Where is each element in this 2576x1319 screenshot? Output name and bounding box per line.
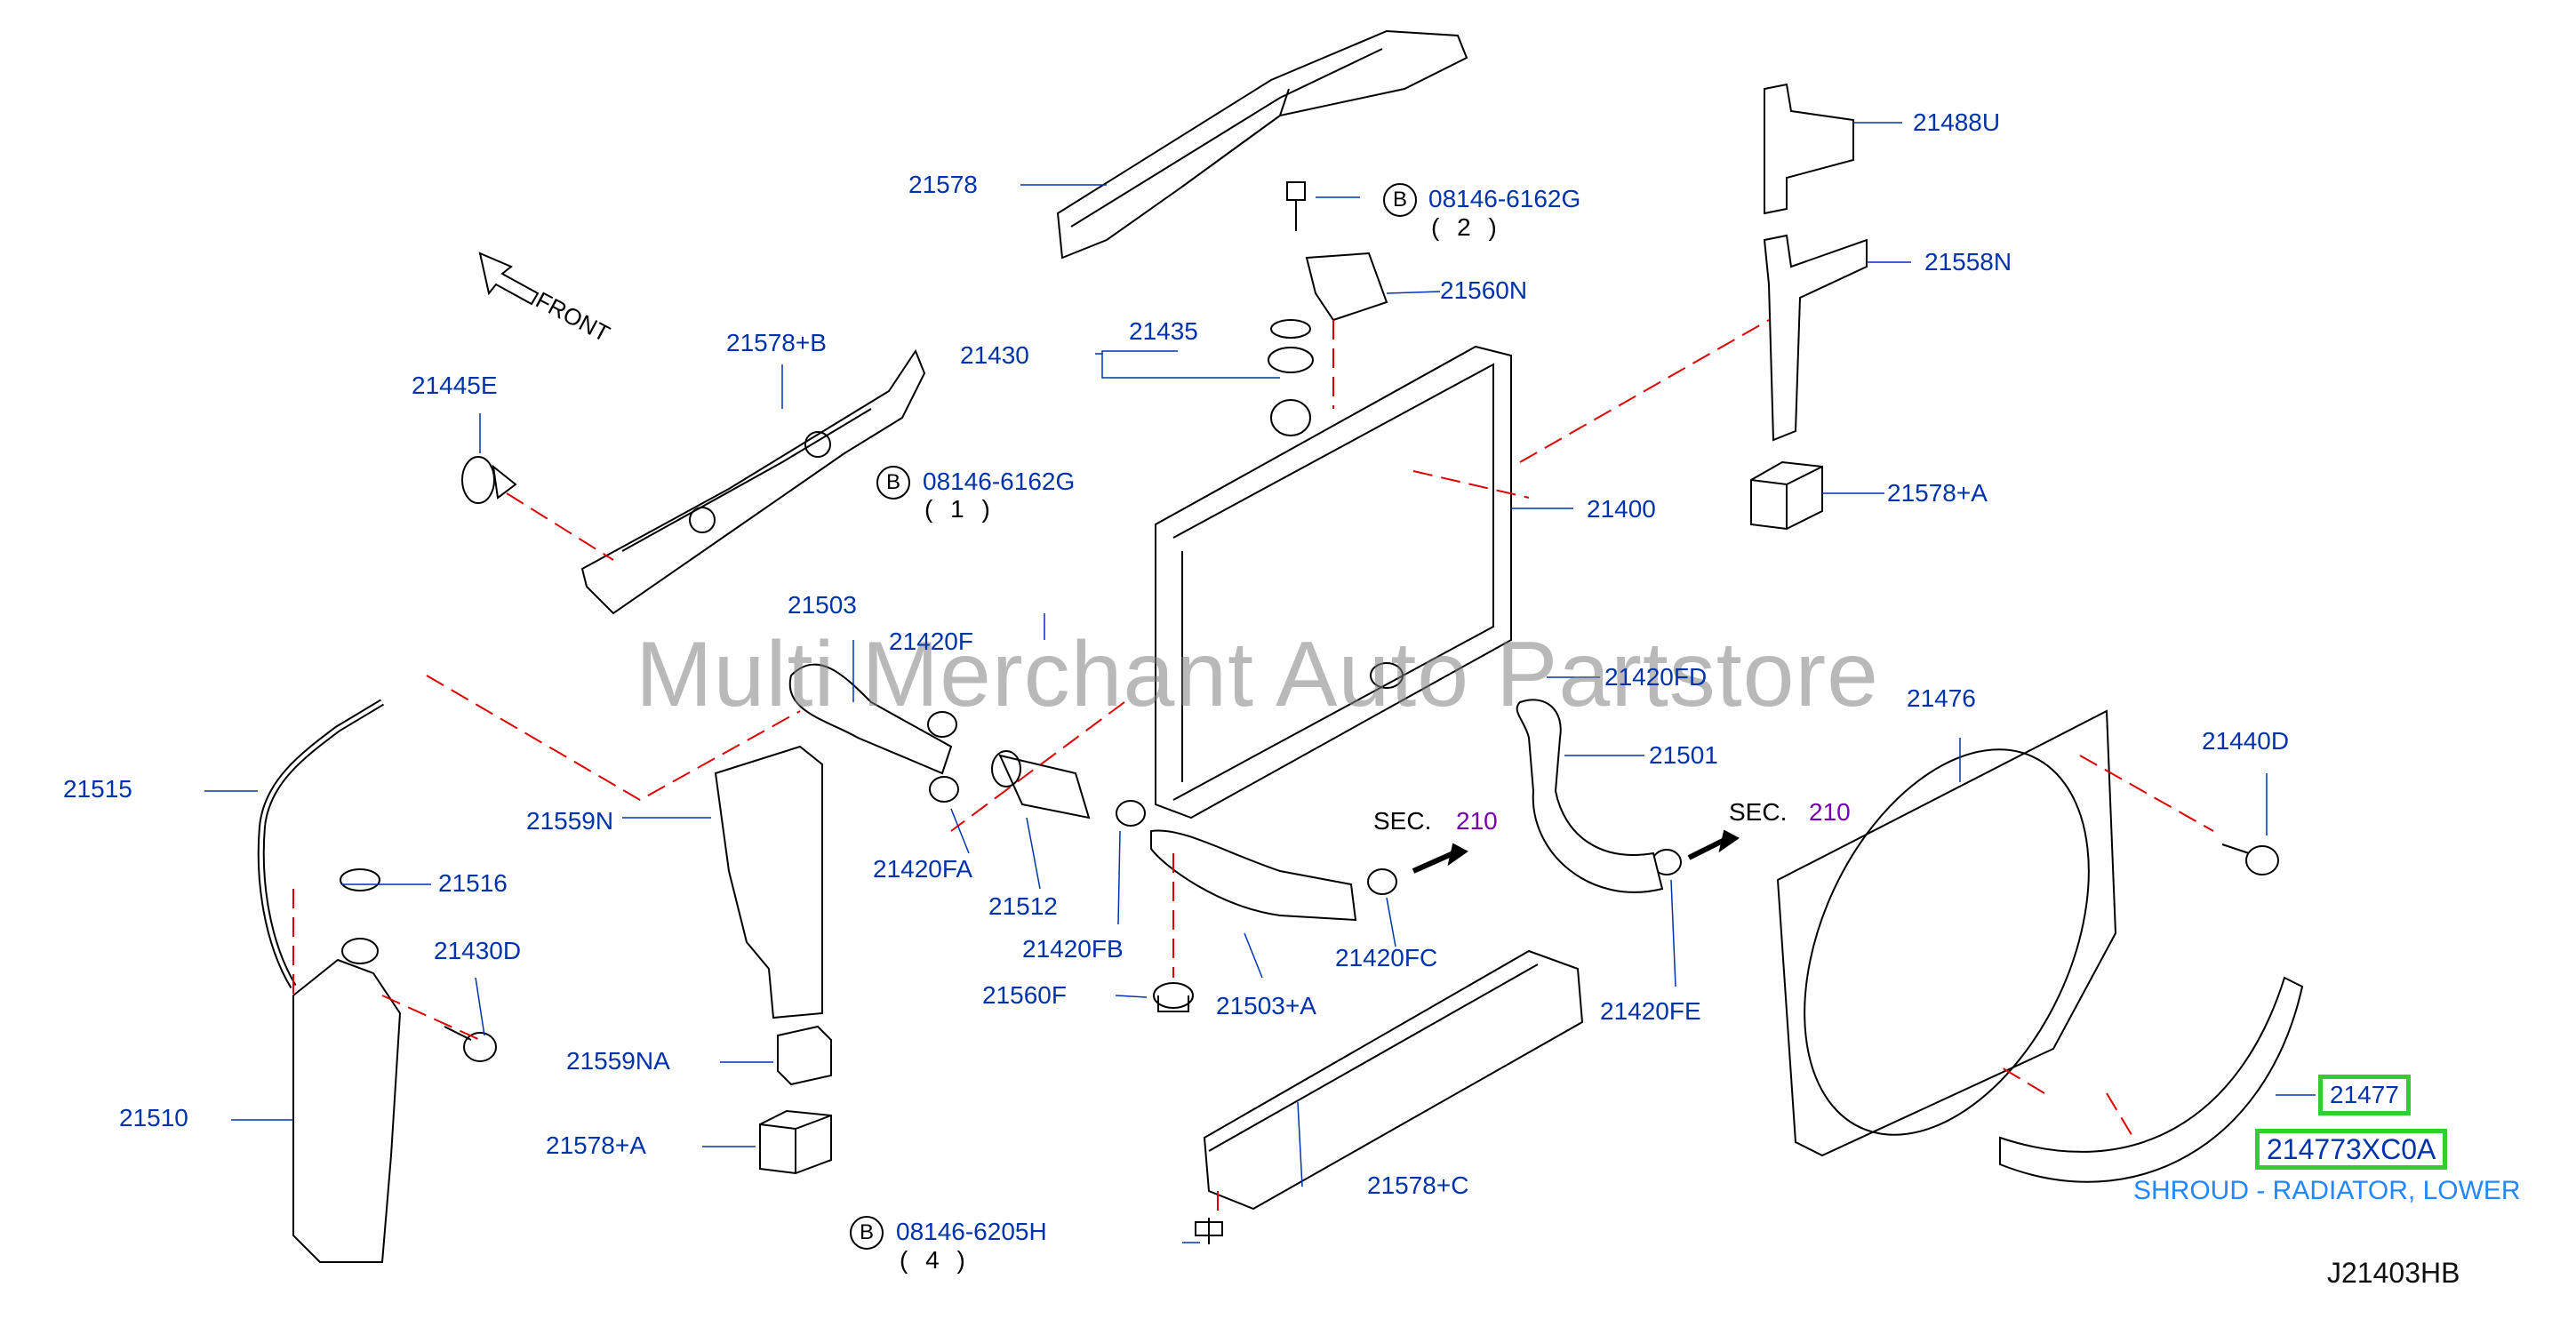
part-label-21477-highlighted[interactable]: 21477 — [2318, 1075, 2411, 1115]
reservoir-tank-drawing — [292, 868, 402, 1263]
part-label-21430[interactable]: 21430 — [960, 341, 1029, 369]
bolt-b-circle-2: B — [876, 466, 910, 500]
diagram-code: J21403HB — [2327, 1257, 2460, 1289]
bolt-quantity-3: ( 4 ) — [900, 1246, 971, 1274]
clip-21445e-drawing — [461, 456, 517, 504]
seal-block-left-drawing — [759, 1109, 832, 1175]
part-label-21559n[interactable]: 21559N — [526, 807, 614, 835]
air-guide-21559n-drawing — [714, 745, 823, 1019]
part-label-21512[interactable]: 21512 — [988, 892, 1058, 920]
watermark-text: Multi Merchant Auto Partstore — [636, 623, 1879, 726]
seal-21559na-drawing — [777, 1025, 832, 1086]
section-ref-prefix-2: SEC. — [1729, 798, 1788, 826]
bolt-lower-drawing — [1195, 1218, 1223, 1244]
bolt-part-number-3[interactable]: 08146-6205H — [896, 1218, 1047, 1245]
part-label-21516[interactable]: 21516 — [438, 869, 508, 897]
part-label-21515[interactable]: 21515 — [63, 775, 132, 803]
part-label-21558n[interactable]: 21558N — [1924, 248, 2012, 276]
hose-upper-drawing — [788, 663, 953, 775]
part-label-21510[interactable]: 21510 — [119, 1104, 188, 1131]
part-label-21578[interactable]: 21578 — [908, 171, 978, 198]
part-description: SHROUD - RADIATOR, LOWER — [2133, 1176, 2521, 1205]
hose-clamp-drawings — [927, 662, 1682, 895]
air-guide-21558n-drawing — [1763, 234, 1868, 442]
part-label-21476[interactable]: 21476 — [1907, 684, 1976, 712]
bolt-b-circle-3: B — [850, 1216, 884, 1250]
part-label-21420fe[interactable]: 21420FE — [1600, 997, 1701, 1025]
part-label-21488u[interactable]: 21488U — [1913, 108, 2001, 136]
radiator-core-drawing — [1155, 345, 1512, 819]
part-label-21430d[interactable]: 21430D — [434, 937, 522, 964]
drain-plug-drawing — [1153, 982, 1194, 1012]
bolt-quantity-2: ( 1 ) — [924, 495, 996, 523]
label-leader-lines — [204, 122, 2316, 1243]
part-label-21420fa[interactable]: 21420FA — [873, 855, 973, 883]
part-label-21559na[interactable]: 21559NA — [566, 1047, 670, 1075]
water-outlet-drawing — [991, 750, 1091, 819]
part-label-21445e[interactable]: 21445E — [412, 372, 498, 399]
air-duct-upper-drawing — [1056, 29, 1468, 260]
hose-21501-drawing — [1516, 699, 1664, 893]
part-label-21420f[interactable]: 21420F — [889, 628, 973, 655]
air-guide-left-drawing — [580, 348, 926, 615]
section-ref-prefix-1: SEC. — [1373, 807, 1432, 835]
part-label-21420fb[interactable]: 21420FB — [1022, 935, 1124, 963]
bolt-part-number-1[interactable]: 08146-6162G — [1428, 185, 1581, 212]
radiator-cap-drawing — [1268, 252, 1388, 436]
seal-block-right-drawing — [1750, 460, 1823, 531]
bolt-part-number-2[interactable]: 08146-6162G — [923, 468, 1076, 495]
assembly-leader-lines — [292, 319, 2214, 1218]
front-arrow-icon — [478, 252, 540, 306]
lower-shroud-drawing — [1999, 976, 2304, 1183]
bolt-21440d-drawing — [2221, 843, 2279, 875]
part-label-21503a[interactable]: 21503+A — [1216, 992, 1316, 1019]
bolt-top-drawing — [1286, 181, 1306, 231]
bolt-21430d-drawing — [444, 1026, 497, 1062]
part-label-21578c[interactable]: 21578+C — [1367, 1171, 1469, 1199]
bolt-b-circle-1: B — [1383, 183, 1417, 217]
part-label-21578b[interactable]: 21578+B — [726, 329, 827, 356]
part-label-21501[interactable]: 21501 — [1649, 741, 1718, 769]
part-label-21420fd[interactable]: 21420FD — [1604, 663, 1708, 691]
bolt-quantity-1: ( 2 ) — [1431, 213, 1502, 241]
part-label-21400[interactable]: 21400 — [1587, 495, 1656, 523]
section-ref-number-2[interactable]: 210 — [1809, 798, 1851, 826]
reservoir-hose-drawing — [257, 699, 385, 989]
fan-shroud-drawing — [1776, 709, 2117, 1157]
hose-lower-drawing — [1150, 829, 1357, 922]
part-label-21420fc[interactable]: 21420FC — [1335, 944, 1438, 971]
part-number-214773xc0a-highlighted[interactable]: 214773XC0A — [2255, 1129, 2448, 1170]
part-label-21435[interactable]: 21435 — [1129, 317, 1198, 345]
part-label-21440d[interactable]: 21440D — [2202, 727, 2290, 755]
part-label-21503[interactable]: 21503 — [788, 591, 857, 619]
part-label-21578a-left[interactable]: 21578+A — [546, 1131, 646, 1159]
air-duct-lower-drawing — [1203, 949, 1584, 1211]
air-guide-21488u-drawing — [1764, 83, 1854, 215]
part-label-21578a-right[interactable]: 21578+A — [1887, 479, 1988, 507]
section-ref-number-1[interactable]: 210 — [1456, 807, 1498, 835]
part-label-21560f[interactable]: 21560F — [982, 981, 1067, 1009]
part-label-21560n[interactable]: 21560N — [1440, 276, 1528, 304]
